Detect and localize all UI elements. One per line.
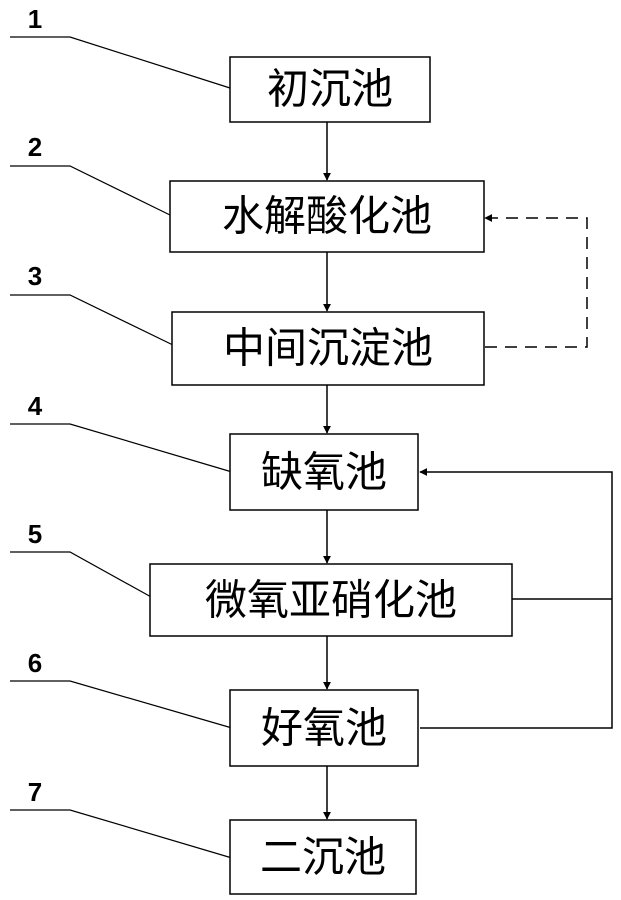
callout-6: 6 — [10, 648, 233, 729]
callout-4: 4 — [10, 391, 233, 473]
tank-micro-aerobic-nitritation: 微氧亚硝化池 — [149, 563, 513, 637]
leader-line-6 — [10, 680, 233, 729]
tank-label-1: 初沉池 — [267, 65, 393, 114]
leader-line-2 — [10, 165, 171, 216]
tank-label-6: 好氧池 — [261, 704, 387, 753]
leader-line-5 — [10, 551, 154, 599]
tank-intermediate-clarifier: 中间沉淀池 — [171, 311, 485, 386]
callout-number-1: 1 — [28, 4, 42, 34]
callout-number-7: 7 — [28, 777, 42, 807]
tank-hydrolysis-acidification: 水解酸化池 — [169, 180, 485, 253]
callout-3: 3 — [10, 261, 176, 347]
callout-number-5: 5 — [28, 519, 42, 549]
callout-2: 2 — [10, 132, 171, 216]
callout-1: 1 — [10, 4, 231, 89]
tank-label-5: 微氧亚硝化池 — [205, 576, 457, 625]
leader-line-4 — [10, 423, 233, 473]
leader-line-7 — [10, 809, 233, 859]
callout-7: 7 — [10, 777, 233, 859]
tank-label-3: 中间沉淀池 — [223, 324, 433, 373]
callout-number-3: 3 — [28, 261, 42, 291]
tank-aerobic: 好氧池 — [229, 689, 419, 767]
tank-anoxic: 缺氧池 — [229, 433, 419, 511]
tank-label-4: 缺氧池 — [261, 448, 387, 497]
tank-primary-clarifier: 初沉池 — [229, 56, 431, 123]
callout-number-4: 4 — [28, 391, 43, 421]
tank-label-2: 水解酸化池 — [222, 192, 432, 241]
callout-number-6: 6 — [28, 648, 42, 678]
tank-secondary-clarifier: 二沉池 — [229, 819, 417, 895]
leader-line-3 — [10, 294, 176, 347]
return-loop-to-anoxic — [419, 468, 613, 729]
tank-label-7: 二沉池 — [260, 833, 386, 882]
dashed-return-loop — [484, 214, 588, 348]
leader-line-1 — [10, 36, 231, 89]
callout-number-2: 2 — [28, 132, 42, 162]
callout-5: 5 — [10, 519, 154, 599]
